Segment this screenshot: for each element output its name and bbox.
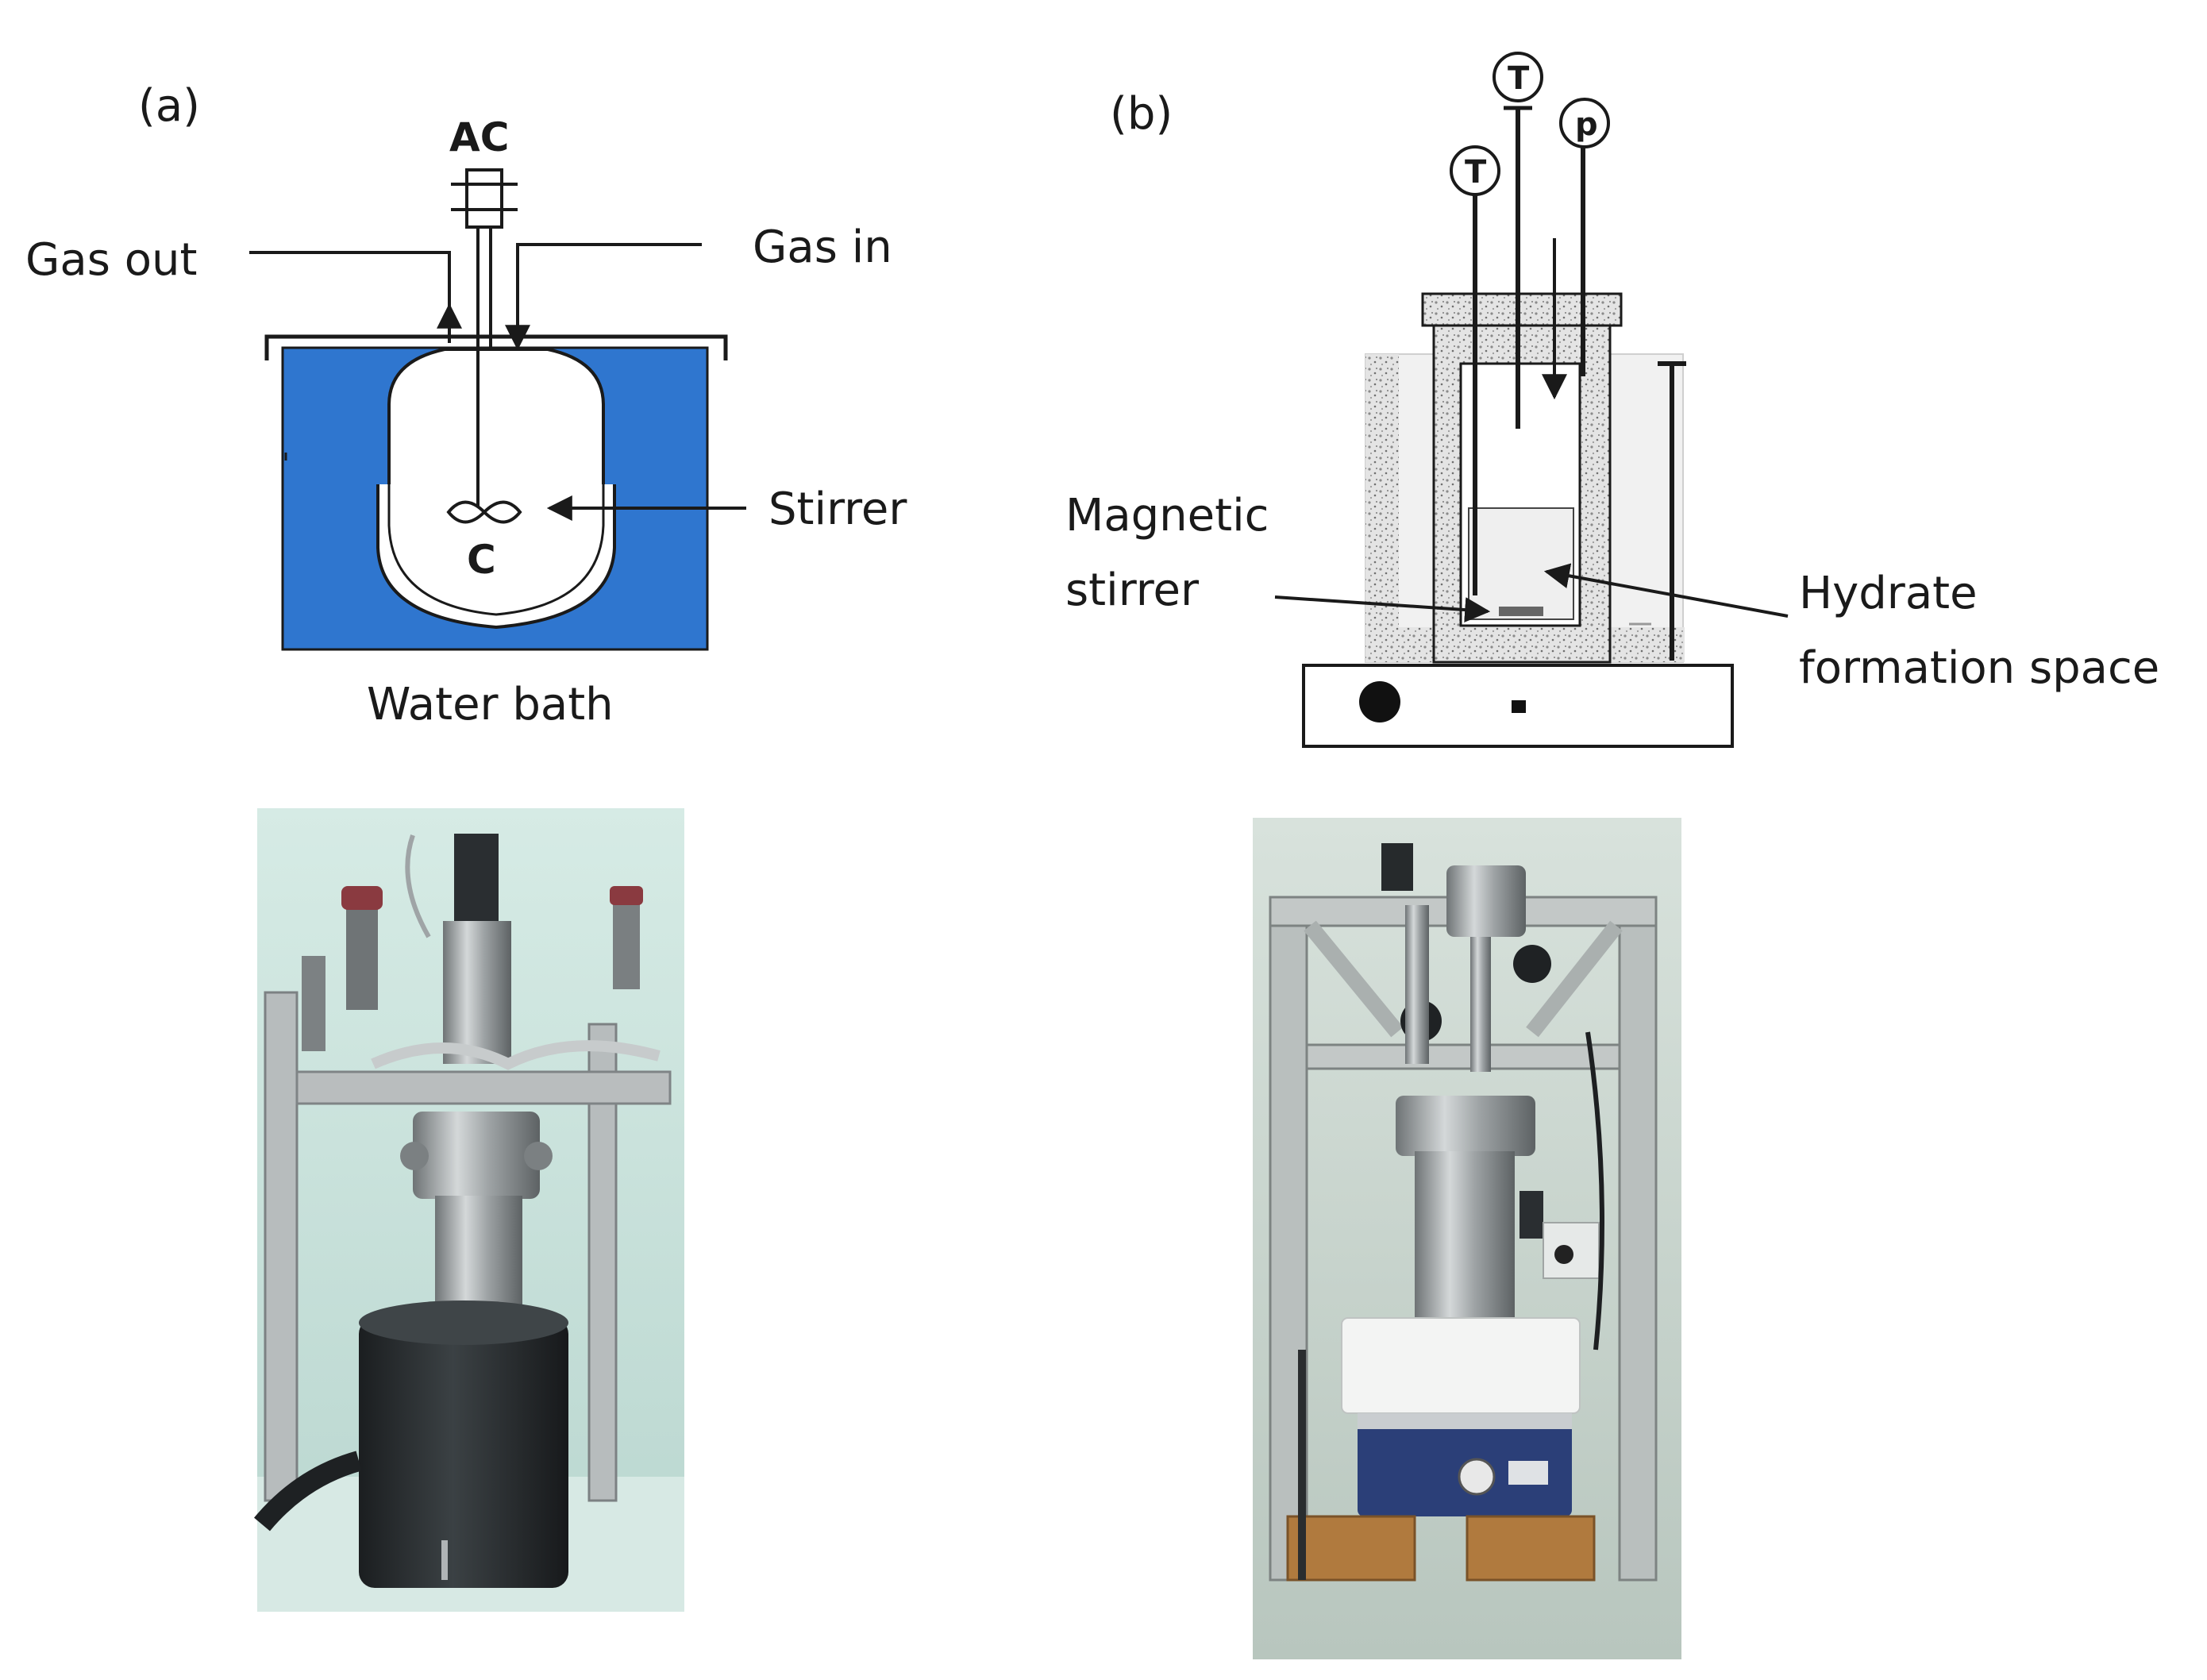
- temperature-gauge-2-icon: [1493, 52, 1543, 102]
- hydrate-formation-space: [1468, 507, 1574, 620]
- magnetic-stir-bar: [1499, 607, 1543, 616]
- photo-a-reactor: [254, 808, 684, 1612]
- hydrate-space-pointer: [1543, 563, 1789, 618]
- magnetic-label-line1: Magnetic: [1065, 490, 1269, 541]
- p-label: p: [1575, 106, 1598, 143]
- frame-post-left: [264, 991, 299, 1502]
- water-bath-label: Water bath: [367, 679, 614, 730]
- impeller-icon: [446, 500, 522, 524]
- hydrate-label-line1: Hydrate: [1799, 568, 1978, 619]
- t1-label: T: [1465, 154, 1487, 191]
- wood-block-left: [1286, 1515, 1416, 1582]
- stirrer-label: Stirrer: [768, 484, 907, 535]
- panel-a-label: (a): [138, 80, 200, 132]
- pressure-gauge-icon: [1559, 98, 1610, 148]
- c-label: C: [467, 537, 496, 583]
- gas-in-line: [516, 243, 702, 326]
- cooling-jacket: [359, 1318, 568, 1588]
- reactor-head-flange: [413, 1112, 540, 1199]
- panel-b-schematic: (b) T T p Magnetic stirre: [1065, 52, 2159, 748]
- wood-block-right: [1466, 1515, 1596, 1582]
- panel-a-schematic: (a) AC C Gas out Gas in Stirrer W: [25, 80, 907, 730]
- stirrer-indicator: [1512, 700, 1526, 713]
- ac-motor: [465, 168, 503, 229]
- frame-post-right-b: [1618, 896, 1658, 1582]
- stirrer-motor: [454, 834, 499, 921]
- white-platform: [1341, 1317, 1581, 1414]
- gas-out-label: Gas out: [25, 234, 197, 286]
- gas-in-label: Gas in: [753, 222, 892, 273]
- cell-flange: [1421, 292, 1623, 327]
- bath-lid: [264, 334, 728, 360]
- stirrer-dial-icon: [1458, 1458, 1496, 1496]
- stirrer-knob-icon: [1359, 681, 1400, 722]
- frame-beam: [295, 1070, 672, 1105]
- ac-label: AC: [449, 114, 509, 160]
- photo-b-reactor: [1253, 818, 1681, 1659]
- magnetic-label-line2: stirrer: [1065, 564, 1200, 616]
- t2-label: T: [1508, 60, 1530, 97]
- temperature-gauge-1-icon: [1450, 145, 1500, 196]
- panel-b-label: (b): [1110, 88, 1173, 140]
- reactor-flange-b: [1396, 1096, 1535, 1156]
- gas-out-line: [249, 251, 451, 343]
- magnetic-stirrer-pointer: [1274, 595, 1491, 623]
- hydrate-label-line2: formation space: [1799, 642, 2159, 694]
